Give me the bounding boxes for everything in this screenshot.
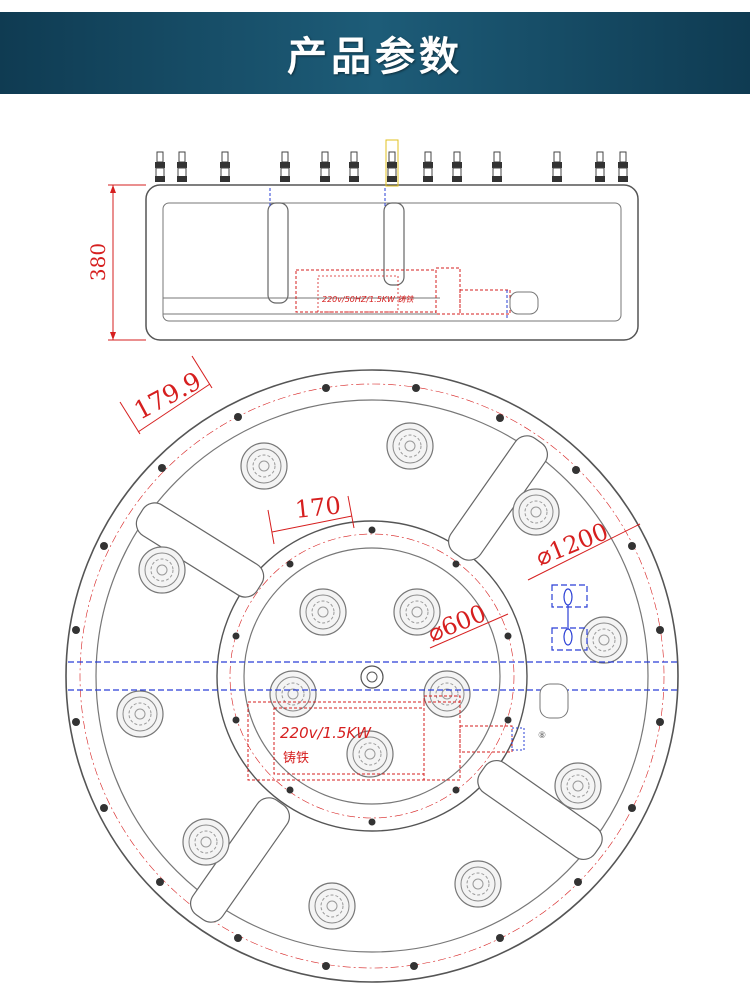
side-view: 220v/50HZ/1.5KW 铸铁 380 — [86, 139, 639, 341]
small-marker: ⑧ — [538, 731, 546, 741]
outer-ring — [65, 369, 679, 983]
band-dimension-label: 179.9 — [129, 366, 206, 425]
top-heater-label: 220v/1.5KW — [280, 724, 372, 742]
side-fittings — [154, 139, 629, 187]
top-view: 220v/1.5KW 铸铁 ⑧ 179.9 170 ⌀1200 ⌀600 — [65, 355, 679, 983]
center-lines — [68, 584, 678, 691]
ring-dimension: 170 — [267, 491, 355, 545]
top-heater-material: 铸铁 — [283, 750, 309, 766]
height-dimension-label: 380 — [86, 243, 110, 281]
center-hub — [360, 665, 384, 689]
page-title: 产品参数 — [287, 33, 463, 80]
bolt-holes — [72, 384, 664, 970]
inner-ring — [216, 520, 528, 832]
height-dimension: 380 — [86, 184, 146, 341]
side-frame-outer — [145, 184, 639, 341]
ring-dimension-label: 170 — [294, 491, 342, 524]
band-dimension: 179.9 — [119, 355, 213, 435]
header-banner: 产品参数 — [0, 12, 750, 94]
side-heater-label: 220v/50HZ/1.5KW 铸铁 — [322, 295, 414, 304]
